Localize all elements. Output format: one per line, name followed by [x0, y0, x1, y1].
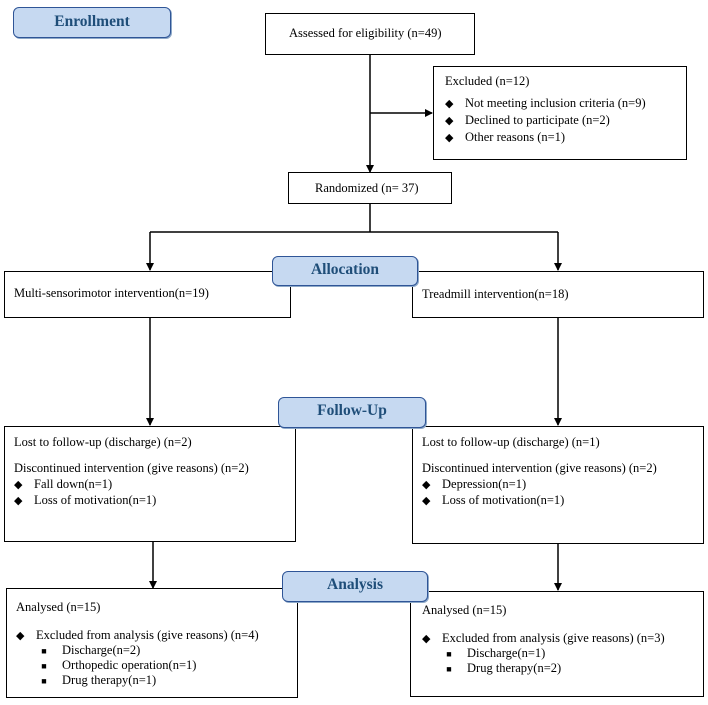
square-bullet-icon: ■ [446, 664, 452, 674]
right-discontinued-item: ◆Depression(n=1) [422, 477, 527, 491]
diamond-bullet-icon: ◆ [16, 630, 25, 642]
left-excluded-item: ■Discharge(n=2) [41, 643, 141, 657]
left-discontinued-label: Discontinued intervention (give reasons)… [14, 461, 249, 475]
square-bullet-icon: ■ [41, 646, 47, 656]
left-allocation-box: Multi-sensorimotor intervention(n=19) [4, 271, 291, 318]
diamond-bullet-icon: ◆ [422, 495, 431, 507]
diamond-bullet-icon: ◆ [422, 633, 431, 645]
right-discontinued-item: ◆Loss of motivation(n=1) [422, 493, 565, 507]
assessed-box: Assessed for eligibility (n=49) [265, 13, 475, 55]
stage-analysis: Analysis [282, 571, 428, 602]
excluded-box: Excluded (n=12) ◆Not meeting inclusion c… [433, 66, 687, 160]
diamond-bullet-icon: ◆ [445, 98, 454, 110]
right-excluded-analysis: ◆Excluded from analysis (give reasons) (… [422, 631, 665, 645]
diamond-bullet-icon: ◆ [445, 132, 454, 144]
assessed-label: Assessed for eligibility (n=49) [289, 26, 442, 40]
excluded-item: ◆Not meeting inclusion criteria (n=9) [445, 96, 646, 110]
diamond-bullet-icon: ◆ [445, 115, 454, 127]
left-excluded-analysis: ◆Excluded from analysis (give reasons) (… [16, 628, 259, 642]
diamond-bullet-icon: ◆ [14, 495, 23, 507]
left-followup-box: Lost to follow-up (discharge) (n=2) Disc… [4, 426, 296, 542]
diamond-bullet-icon: ◆ [14, 479, 23, 491]
right-analysed-label: Analysed (n=15) [422, 603, 507, 617]
right-excluded-item: ■Drug therapy(n=2) [446, 661, 562, 675]
square-bullet-icon: ■ [41, 676, 47, 686]
right-allocation-box: Treadmill intervention(n=18) [412, 271, 704, 318]
stage-follow-up: Follow-Up [278, 397, 426, 428]
excluded-item: ◆Other reasons (n=1) [445, 130, 566, 144]
left-excluded-item: ■Orthopedic operation(n=1) [41, 658, 197, 672]
excluded-title: Excluded (n=12) [445, 74, 530, 88]
left-analysed-label: Analysed (n=15) [16, 600, 101, 614]
right-lost-label: Lost to follow-up (discharge) (n=1) [422, 435, 600, 449]
left-discontinued-item: ◆Loss of motivation(n=1) [14, 493, 157, 507]
left-discontinued-item: ◆Fall down(n=1) [14, 477, 113, 491]
square-bullet-icon: ■ [446, 649, 452, 659]
left-lost-label: Lost to follow-up (discharge) (n=2) [14, 435, 192, 449]
right-analysis-box: Analysed (n=15) ◆Excluded from analysis … [410, 591, 704, 697]
left-allocation-label: Multi-sensorimotor intervention(n=19) [14, 286, 209, 300]
randomized-box: Randomized (n= 37) [288, 172, 452, 204]
left-excluded-item: ■Drug therapy(n=1) [41, 673, 157, 687]
right-followup-box: Lost to follow-up (discharge) (n=1) Disc… [412, 426, 704, 544]
right-excluded-item: ■Discharge(n=1) [446, 646, 546, 660]
right-allocation-label: Treadmill intervention(n=18) [422, 287, 569, 301]
stage-allocation: Allocation [272, 256, 418, 286]
right-discontinued-label: Discontinued intervention (give reasons)… [422, 461, 657, 475]
left-analysis-box: Analysed (n=15) ◆Excluded from analysis … [6, 588, 298, 698]
square-bullet-icon: ■ [41, 661, 47, 671]
excluded-item: ◆Declined to participate (n=2) [445, 113, 610, 127]
stage-enrollment: Enrollment [13, 7, 171, 38]
diamond-bullet-icon: ◆ [422, 479, 431, 491]
randomized-label: Randomized (n= 37) [315, 181, 419, 195]
